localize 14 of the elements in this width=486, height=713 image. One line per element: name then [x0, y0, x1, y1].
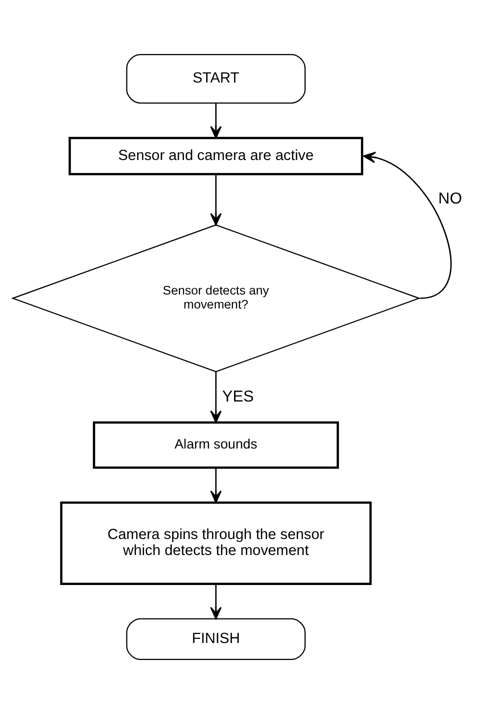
arrow	[210, 467, 222, 502]
arrow	[210, 584, 222, 619]
node-box: FINISH	[126, 618, 306, 660]
arrow	[210, 102, 222, 138]
node-box: Camera spins through the sensor which detects the movement	[60, 500, 372, 584]
node-box: START	[126, 53, 306, 104]
node-box: Sensor and camera are active	[68, 136, 364, 175]
arrow	[210, 371, 222, 422]
edge-label: NO	[438, 190, 462, 208]
arrow	[363, 151, 452, 298]
edge-label: YES	[222, 388, 254, 405]
arrow	[210, 174, 222, 226]
node-box: Alarm sounds	[92, 420, 339, 468]
node-diamond: Sensor detects any movement?	[11, 224, 421, 372]
